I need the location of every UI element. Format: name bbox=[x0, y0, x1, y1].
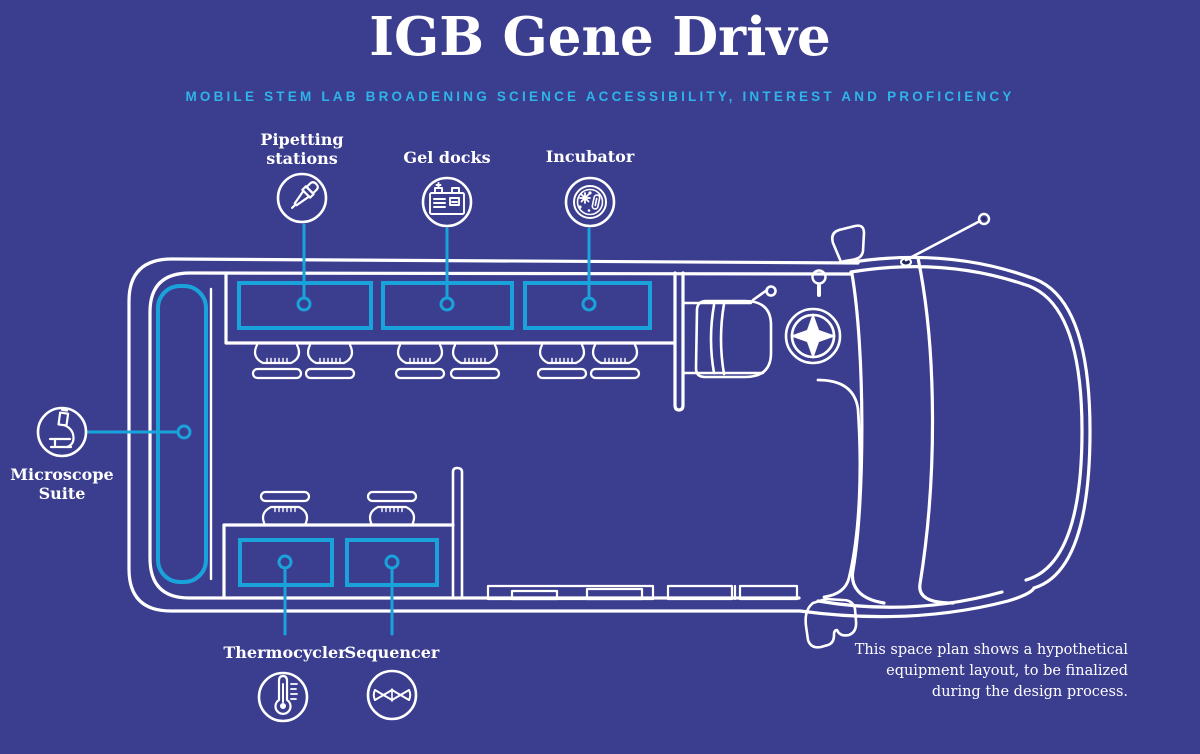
van-body-inner bbox=[148, 271, 853, 600]
lab-stools bbox=[251, 343, 641, 527]
thermometer-icon bbox=[257, 671, 309, 723]
front-bumper bbox=[1027, 275, 1092, 590]
leader-dot-sequencer bbox=[384, 554, 400, 570]
label-line: Pipetting bbox=[260, 130, 344, 149]
leader-dot-microscope bbox=[176, 424, 192, 440]
label-sequencer: Sequencer bbox=[292, 643, 492, 663]
windshield-line bbox=[850, 272, 886, 605]
top-bench-outline bbox=[224, 271, 677, 345]
leader-dot-pipetting bbox=[296, 296, 312, 312]
design-note: This space plan shows a hypothetical equ… bbox=[808, 640, 1128, 703]
side-mirror-top bbox=[830, 224, 866, 264]
van-body bbox=[127, 212, 1092, 649]
leader-dot-gel-docks bbox=[439, 296, 455, 312]
steering-wheel bbox=[784, 307, 842, 365]
hood-line bbox=[916, 256, 955, 605]
leader-lines bbox=[86, 223, 597, 636]
label-line: Microscope bbox=[10, 465, 114, 484]
mirror-mount bbox=[900, 257, 912, 267]
label-line: Incubator bbox=[545, 147, 635, 166]
side-mirror-bottom bbox=[804, 597, 858, 649]
dna-helix-icon bbox=[366, 669, 418, 721]
note-line: This space plan shows a hypothetical bbox=[854, 642, 1128, 658]
equipment-highlights bbox=[156, 281, 652, 587]
cab-floor-curve bbox=[816, 378, 862, 599]
label-line: Gel docks bbox=[403, 148, 491, 167]
petri-dish-icon bbox=[564, 176, 616, 228]
page-subtitle: MOBILE STEM LAB BROADENING SCIENCE ACCES… bbox=[185, 89, 1015, 104]
antenna bbox=[904, 219, 982, 262]
equipment-icons bbox=[36, 172, 616, 723]
driver-seat bbox=[694, 285, 777, 379]
label-incubator: Incubator bbox=[490, 147, 690, 167]
leader-dot-thermocycler bbox=[277, 554, 293, 570]
note-line: during the design process. bbox=[931, 684, 1128, 700]
microscope-icon bbox=[36, 406, 88, 458]
label-line: Sequencer bbox=[344, 643, 440, 662]
label-line: Suite bbox=[38, 483, 86, 503]
gear-shift bbox=[811, 269, 827, 297]
label-pipetting-stations: Pipetting stations bbox=[202, 130, 402, 168]
van-body-outer bbox=[127, 257, 860, 613]
label-microscope-suite: Microscope Suite bbox=[0, 465, 162, 503]
label-line: Thermocycler bbox=[223, 643, 347, 662]
cab-partition-wall bbox=[673, 271, 685, 412]
microscope-bench-highlight bbox=[156, 284, 208, 584]
leader-dot-incubator bbox=[581, 296, 597, 312]
entry-steps bbox=[486, 584, 799, 601]
bottom-bench-outline bbox=[222, 523, 455, 600]
label-gel-docks: Gel docks bbox=[347, 148, 547, 168]
gel-electrophoresis-icon bbox=[421, 176, 473, 228]
label-line: stations bbox=[266, 148, 338, 168]
pipette-icon bbox=[276, 172, 328, 224]
note-line: equipment layout, to be finalized bbox=[886, 663, 1128, 679]
page-title: IGB Gene Drive bbox=[369, 6, 831, 68]
label-thermocycler: Thermocycler bbox=[185, 643, 385, 663]
bench-right-wall bbox=[451, 466, 464, 599]
